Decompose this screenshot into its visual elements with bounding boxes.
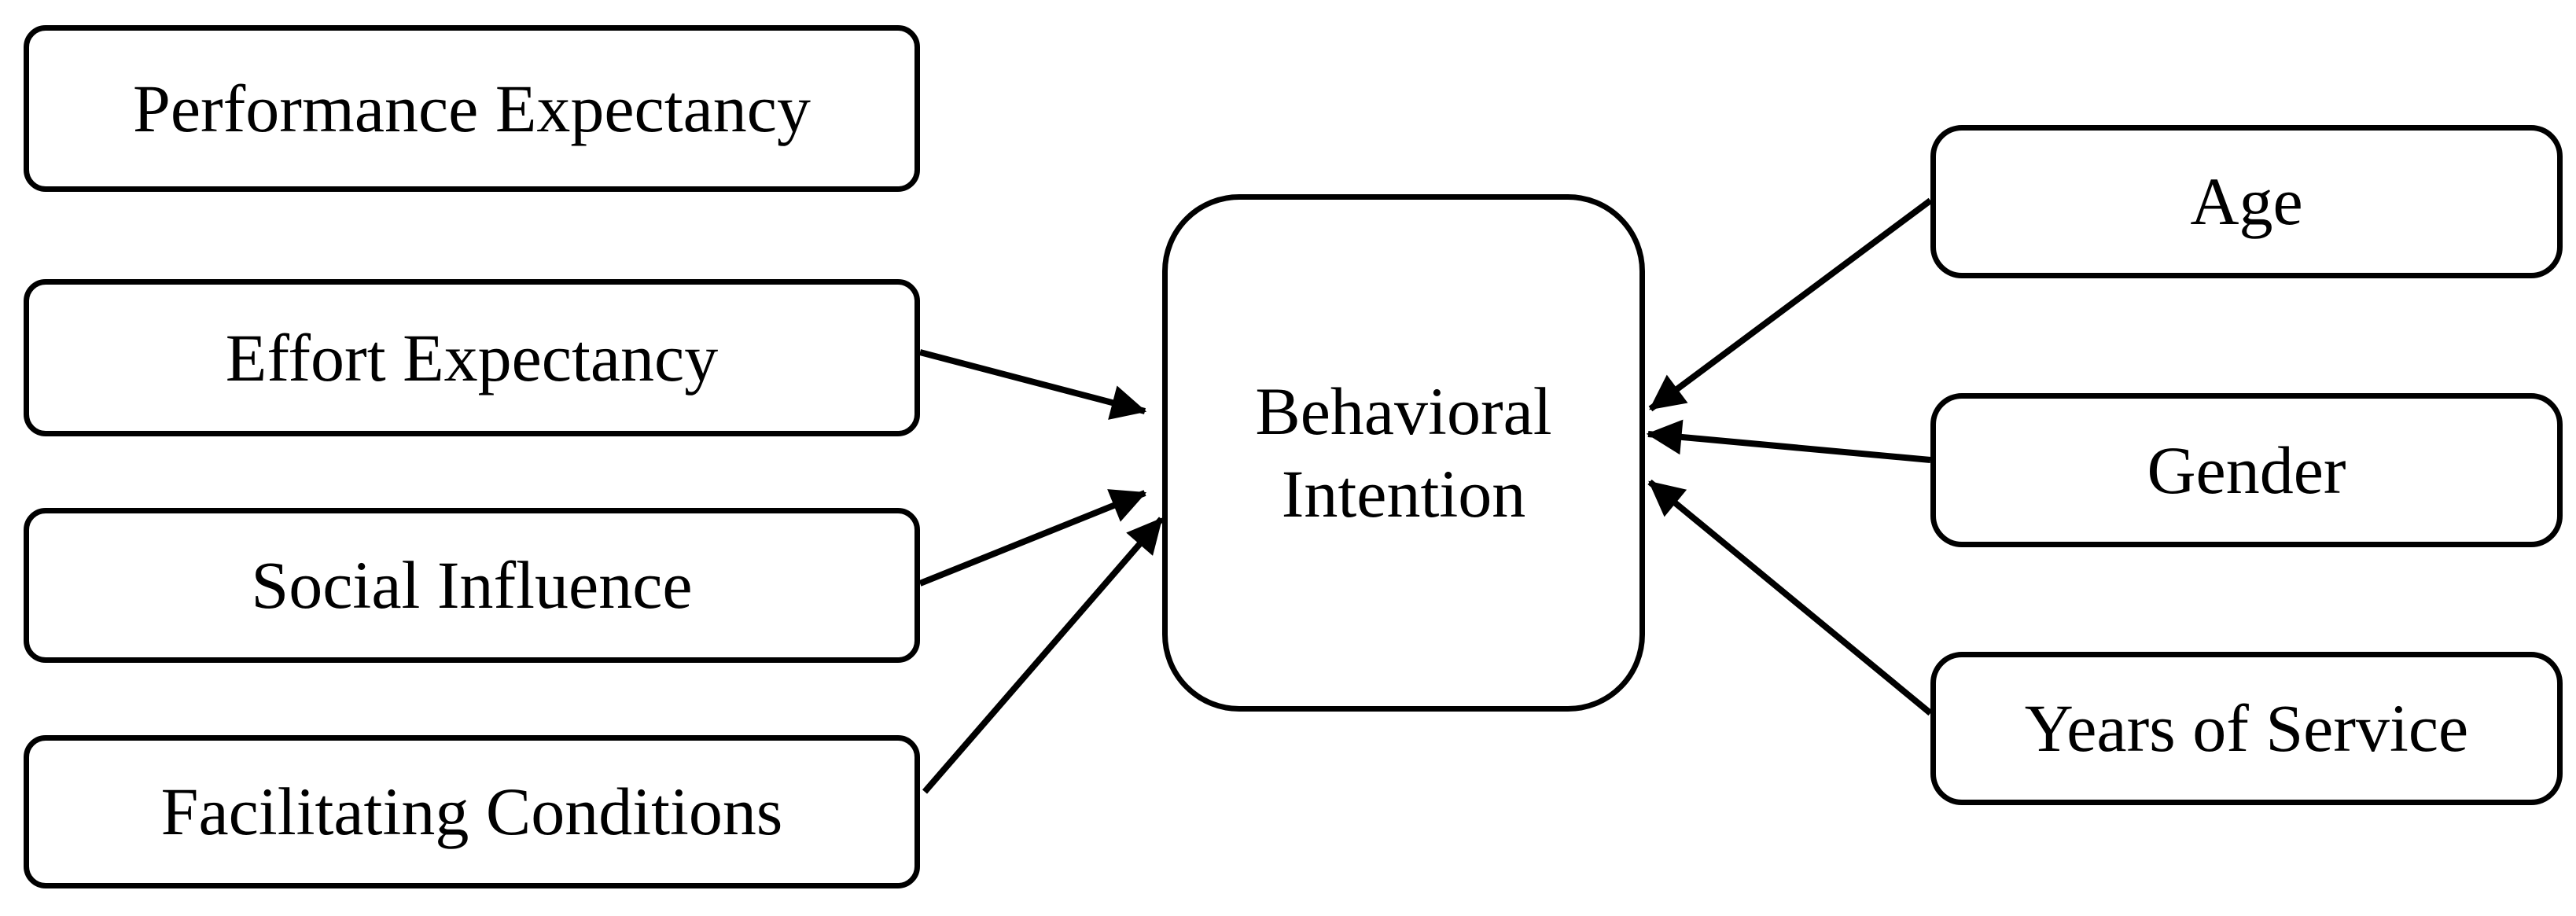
arrow-social-influence-to-behavioral-intention (918, 489, 1147, 587)
box-gender: Gender (1930, 393, 2563, 547)
box-behavioral-intention: Behavioral Intention (1162, 194, 1645, 712)
arrow-gender-to-behavioral-intention (1646, 419, 1931, 463)
box-years-of-service: Years of Service (1930, 652, 2563, 805)
box-effort-expectancy: Effort Expectancy (24, 279, 920, 436)
box-facilitating-conditions: Facilitating Conditions (24, 735, 920, 888)
arrow-age-to-behavioral-intention (1648, 197, 1933, 412)
facilitating-conditions-label: Facilitating Conditions (160, 774, 783, 850)
performance-expectancy-label: Performance Expectancy (133, 70, 811, 146)
age-label: Age (2190, 164, 2303, 240)
behavioral-intention-label-line1: Behavioral (1255, 373, 1552, 450)
behavioral-intention-label-line2: Intention (1281, 456, 1526, 532)
social-influence-label: Social Influence (251, 547, 693, 624)
box-age: Age (1930, 125, 2563, 278)
box-social-influence: Social Influence (24, 508, 920, 663)
arrow-effort-expectancy-to-behavioral-intention (918, 349, 1147, 420)
arrow-facilitating-conditions-to-behavioral-intention (922, 517, 1165, 794)
behavioral-intention-label: Behavioral Intention (1255, 370, 1551, 535)
years-of-service-label: Years of Service (2024, 690, 2469, 767)
gender-label: Gender (2147, 432, 2346, 508)
box-performance-expectancy: Performance Expectancy (24, 25, 920, 192)
effort-expectancy-label: Effort Expectancy (225, 319, 719, 395)
arrow-years-of-service-to-behavioral-intention (1647, 479, 1933, 716)
